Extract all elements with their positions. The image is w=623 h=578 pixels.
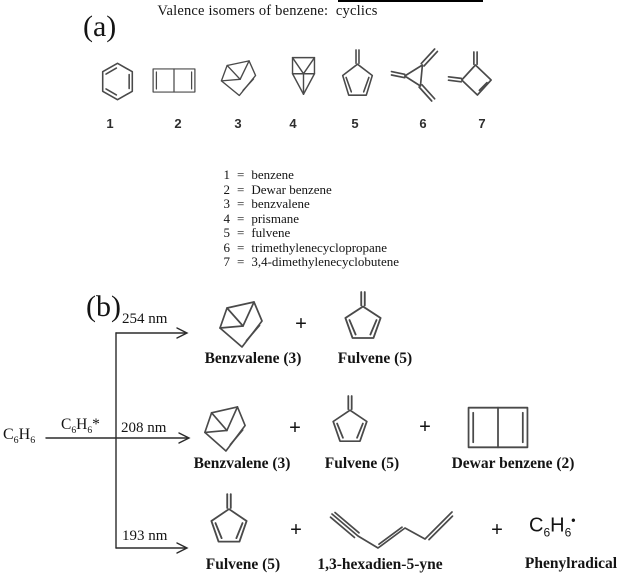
legend-name: benzene xyxy=(251,167,294,182)
legend-item: 4 = prismane xyxy=(222,210,399,227)
legend-item: 6 = trimethylenecyclopropane xyxy=(222,239,399,256)
legend-item: 1 = benzene xyxy=(222,167,399,183)
prismane-structure-icon xyxy=(291,56,316,95)
panel-b-label: (b) xyxy=(86,290,121,323)
legend-name: fulvene xyxy=(251,225,291,240)
plus-sign: + xyxy=(491,517,503,541)
legend-item: 7 = 3,4-dimethylenecyclobutene xyxy=(222,254,399,270)
legend-name: benzvalene xyxy=(251,196,310,211)
dimethylenecyclobutene-structure-icon xyxy=(447,51,492,96)
product-label-fulvene: Fulvene (5) xyxy=(205,556,281,573)
hexadienyne-structure-icon xyxy=(329,511,454,549)
wavelength-208: 208 nm xyxy=(121,420,167,436)
legend-name: 3,4-dimethylenecyclobutene xyxy=(251,254,399,269)
wavelength-193: 193 nm xyxy=(122,528,168,544)
panel-a-label: (a) xyxy=(83,10,117,43)
product-label-fulvene: Fulvene (5) xyxy=(324,455,400,472)
legend-item: 2 = Dewar benzene xyxy=(222,181,399,198)
legend-number: 3 xyxy=(223,196,231,211)
plus-sign: + xyxy=(290,517,302,541)
fulvene-structure-icon xyxy=(341,49,374,97)
product-label-hexadienyne: 1,3-hexadien-5-yne xyxy=(317,556,443,573)
benzvalene-structure-icon xyxy=(204,406,246,452)
equals-sign: = xyxy=(237,225,245,240)
plus-sign: + xyxy=(295,311,307,335)
legend-name: prismane xyxy=(251,210,299,226)
reactant-formula: C6H6 xyxy=(3,426,36,447)
equals-sign: = xyxy=(237,167,245,182)
legend-name: Dewar benzene xyxy=(251,181,332,197)
plus-sign: + xyxy=(289,415,301,439)
product-label-phenylradical: Phenylradical xyxy=(524,555,618,572)
structure-number-5: 5 xyxy=(351,116,359,131)
phenyl-radical-formula: C6H6• xyxy=(529,513,576,540)
legend-number: 4 xyxy=(223,210,231,226)
structure-number-4: 4 xyxy=(289,116,297,131)
product-label-fulvene: Fulvene (5) xyxy=(337,350,413,367)
benzvalene-structure-icon xyxy=(220,60,257,97)
figure-title: Valence isomers of benzene: cyclics xyxy=(157,3,378,19)
legend-number: 6 xyxy=(223,239,231,255)
structure-number-1: 1 xyxy=(106,116,114,131)
fulvene-structure-icon xyxy=(344,291,382,339)
equals-sign: = xyxy=(237,210,245,226)
legend-item: 3 = benzvalene xyxy=(222,196,399,212)
product-label-dewar-benzene: Dewar benzene (2) xyxy=(451,455,575,472)
legend-number: 7 xyxy=(223,254,231,269)
product-label-benzvalene: Benzvalene (3) xyxy=(204,350,302,367)
fulvene-structure-icon xyxy=(210,493,248,543)
equals-sign: = xyxy=(237,239,245,255)
dewar-benzene-structure-icon xyxy=(152,68,196,93)
legend-item: 5 = fulvene xyxy=(222,225,399,241)
structure-number-2: 2 xyxy=(174,116,182,131)
excited-state-formula: C6H6* xyxy=(61,416,100,437)
benzene-structure-icon xyxy=(101,62,134,101)
structure-number-7: 7 xyxy=(478,116,486,131)
dewar-benzene-structure-icon xyxy=(467,406,529,449)
equals-sign: = xyxy=(237,196,245,211)
fulvene-structure-icon xyxy=(332,395,368,443)
product-label-benzvalene: Benzvalene (3) xyxy=(193,455,291,472)
legend-number: 2 xyxy=(223,181,231,197)
crop-artifact-bar xyxy=(338,0,483,2)
equals-sign: = xyxy=(237,181,245,197)
legend-number: 1 xyxy=(223,167,231,182)
structure-number-3: 3 xyxy=(234,116,242,131)
structure-number-6: 6 xyxy=(419,116,427,131)
trimethylenecyclopropane-structure-icon xyxy=(390,48,439,102)
benzvalene-structure-icon xyxy=(219,301,263,348)
wavelength-254: 254 nm xyxy=(122,311,168,327)
legend-name: trimethylenecyclopropane xyxy=(251,239,388,255)
plus-sign: + xyxy=(419,414,431,438)
legend-number: 5 xyxy=(223,225,231,240)
legend: 1 = benzene 2 = Dewar benzene 3 = benzvalene 4… xyxy=(222,167,399,270)
equals-sign: = xyxy=(237,254,245,269)
